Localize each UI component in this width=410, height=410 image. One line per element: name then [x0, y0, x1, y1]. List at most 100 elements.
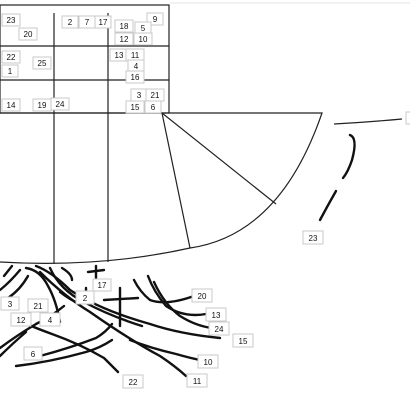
lower-label[interactable]: 10 [197, 354, 219, 369]
svg-text:16: 16 [131, 73, 140, 82]
grid-label[interactable]: 2 [61, 15, 79, 29]
ink-stroke-arc-upper [341, 133, 356, 180]
svg-text:12: 12 [17, 316, 26, 325]
ink-stroke-arc-lower [318, 189, 338, 222]
grid-label[interactable]: 15 [125, 100, 145, 114]
right-ink-strokes[interactable] [318, 111, 410, 222]
lower-labels[interactable]: 17 2 20 3 21 12 4 13 24 15 6 10 22 11 [0, 278, 254, 389]
svg-text:2: 2 [83, 294, 88, 303]
grid-label[interactable]: 18 [114, 19, 134, 33]
lower-label[interactable]: 24 [208, 321, 230, 336]
fan-divider-4 [161, 112, 277, 205]
grid-label[interactable]: 10 [133, 32, 153, 46]
svg-text:18: 18 [120, 22, 129, 31]
fan-diagram[interactable] [0, 112, 323, 264]
svg-text:14: 14 [7, 101, 16, 110]
svg-text:12: 12 [120, 35, 129, 44]
svg-text:4: 4 [134, 62, 139, 71]
grid-label[interactable]: 3 [130, 88, 148, 102]
svg-text:9: 9 [153, 15, 158, 24]
grid-label[interactable]: 4 [127, 59, 145, 73]
svg-text:6: 6 [31, 350, 36, 359]
svg-text:10: 10 [139, 35, 148, 44]
grid-label[interactable]: 24 [50, 97, 70, 111]
lower-label[interactable]: 13 [205, 307, 227, 322]
lower-label[interactable]: 2 [75, 290, 95, 305]
svg-text:21: 21 [34, 302, 43, 311]
ink-stroke-top-right [333, 118, 403, 125]
svg-text:22: 22 [7, 53, 16, 62]
grid-label[interactable]: 5 [134, 21, 152, 35]
svg-text:17: 17 [99, 18, 108, 27]
lower-label[interactable]: 20 [191, 288, 213, 303]
ink-scribble [146, 274, 208, 317]
lower-label[interactable]: 6 [23, 346, 43, 361]
svg-text:19: 19 [38, 101, 47, 110]
grid-label[interactable]: 19 [32, 98, 52, 112]
svg-text:20: 20 [198, 292, 207, 301]
ink-scribble [38, 322, 114, 358]
lower-label[interactable]: 22 [122, 374, 144, 389]
ink-scribble [152, 280, 214, 330]
grid-label[interactable]: 1 [1, 64, 19, 78]
grid-label[interactable]: 17 [94, 15, 112, 29]
ink-scribble [14, 338, 114, 368]
grid-labels[interactable]: 23 20 2 7 17 18 9 5 12 10 22 1 25 13 11 … [1, 12, 165, 114]
svg-text:24: 24 [56, 100, 65, 109]
svg-text:23: 23 [7, 16, 16, 25]
lower-label[interactable]: 3 [0, 296, 20, 311]
svg-text:5: 5 [141, 24, 146, 33]
lower-label[interactable]: 11 [186, 373, 208, 388]
svg-text:3: 3 [8, 300, 13, 309]
svg-text:20: 20 [24, 30, 33, 39]
grid-label[interactable]: 7 [78, 15, 96, 29]
grid-label[interactable]: 6 [144, 100, 162, 114]
fan-divider-3 [161, 112, 191, 249]
lower-label[interactable]: 15 [232, 333, 254, 348]
grid-label[interactable]: 13 [109, 48, 129, 62]
floating-labels[interactable]: 23 [302, 230, 324, 245]
svg-text:13: 13 [212, 311, 221, 320]
svg-text:17: 17 [98, 281, 107, 290]
grid-label[interactable]: 25 [32, 56, 52, 70]
fan-outline [0, 112, 323, 264]
lower-ink-scribbles[interactable] [0, 264, 222, 378]
lower-label[interactable]: 17 [92, 278, 112, 292]
svg-text:13: 13 [115, 51, 124, 60]
lower-label[interactable]: 12 [10, 312, 32, 327]
svg-text:3: 3 [137, 91, 142, 100]
ink-scribble [132, 278, 196, 304]
lower-label[interactable]: 4 [39, 312, 61, 327]
lower-label[interactable]: 21 [27, 298, 49, 313]
floating-label[interactable]: 23 [302, 230, 324, 245]
grid-label[interactable]: 16 [125, 70, 145, 84]
svg-text:15: 15 [131, 103, 140, 112]
svg-text:1: 1 [8, 67, 13, 76]
grid-label[interactable]: 22 [1, 50, 21, 64]
ink-scribble [60, 266, 74, 282]
svg-text:21: 21 [151, 91, 160, 100]
grid-label[interactable]: 14 [1, 98, 21, 112]
ink-scribble [0, 268, 22, 292]
svg-text:4: 4 [48, 316, 53, 325]
grid-label[interactable]: 23 [1, 13, 21, 27]
svg-text:22: 22 [129, 378, 138, 387]
ink-scribble [0, 304, 66, 350]
svg-text:10: 10 [204, 358, 213, 367]
svg-text:24: 24 [215, 325, 224, 334]
svg-text:11: 11 [131, 51, 140, 60]
grid-label[interactable]: 21 [145, 88, 165, 102]
ink-scribble [2, 264, 14, 278]
grid-label[interactable]: 12 [114, 32, 134, 46]
grid-label[interactable]: 11 [125, 48, 145, 62]
svg-text:23: 23 [309, 234, 318, 243]
grid-label[interactable]: 20 [18, 27, 38, 41]
svg-text:7: 7 [85, 18, 90, 27]
svg-text:25: 25 [38, 59, 47, 68]
ink-scribble [102, 296, 140, 302]
ink-scribble [0, 330, 28, 358]
svg-text:6: 6 [151, 103, 156, 112]
svg-text:11: 11 [193, 377, 202, 386]
